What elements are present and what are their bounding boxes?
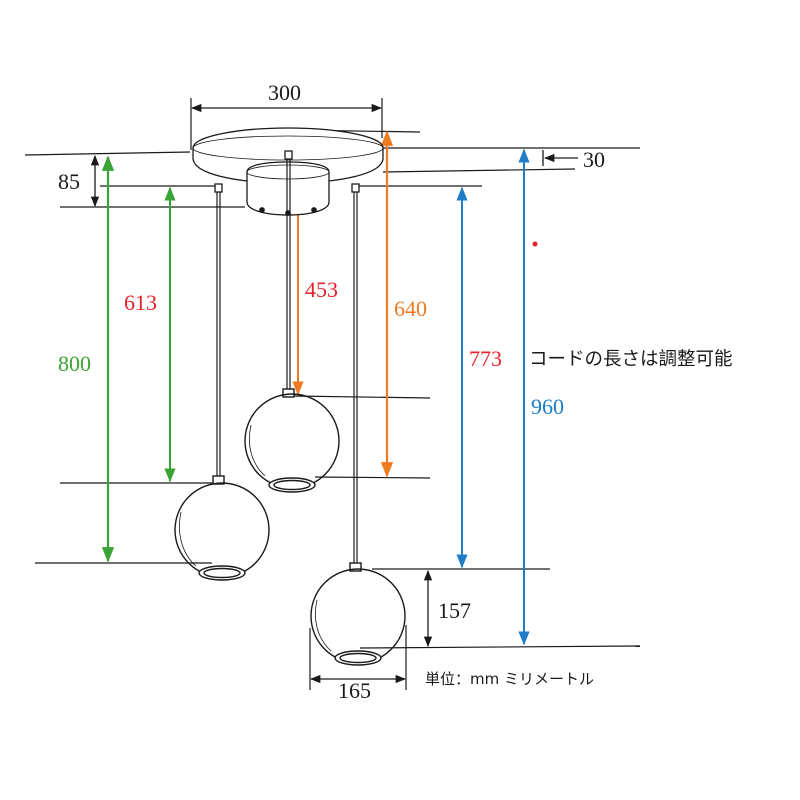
pendant-cords <box>216 159 358 563</box>
left-globe-shade <box>174 482 270 578</box>
hub-screw-3 <box>311 207 317 213</box>
canopy-top-ellipse <box>192 135 384 161</box>
canopy-width-label: 300 <box>268 80 301 105</box>
canopy-hub-top <box>246 164 330 180</box>
left-globe <box>174 475 270 581</box>
ceiling-line-left <box>24 151 191 156</box>
left-cord-grip <box>214 183 223 193</box>
hub-screw-1 <box>259 207 265 213</box>
canopy-hub <box>246 161 330 216</box>
globe-width-label: 165 <box>338 678 371 703</box>
center-cord-grip <box>284 150 293 160</box>
right-cord-grip <box>351 183 360 193</box>
right-drop-label: 773 <box>469 346 502 371</box>
center-drop-label: 453 <box>305 277 338 302</box>
cord-adjustable-note: コードの長さは調整可能 <box>529 349 733 370</box>
center-globe-inner <box>248 424 266 477</box>
ceiling-canopy <box>192 127 384 216</box>
center-globe-shade <box>244 393 340 489</box>
ceiling-offset-label: 30 <box>583 147 605 172</box>
canopy-height-label: 85 <box>58 169 80 194</box>
right-globe <box>310 562 406 666</box>
globe-height-label: 157 <box>438 598 471 623</box>
center-globe-bottom-line <box>314 476 431 479</box>
left-total-label: 800 <box>58 351 91 376</box>
unit-note: 単位：mm ミリメートル <box>425 670 594 688</box>
left-globe-socket <box>212 475 225 485</box>
center-total-label: 640 <box>394 296 427 321</box>
center-globe-rim-inner <box>273 479 311 491</box>
center-globe <box>244 388 340 493</box>
center-globe-top-line <box>292 395 431 399</box>
left-globe-inner <box>179 511 197 567</box>
center-globe-socket <box>282 388 295 398</box>
marker-dot <box>532 241 538 247</box>
canopy-bottom-right-line <box>382 168 576 173</box>
left-globe-rim-inner <box>203 567 241 579</box>
right-globe-rim-inner <box>339 652 377 664</box>
right-globe-bottom-line <box>359 645 641 649</box>
right-globe-shade <box>310 568 406 664</box>
right-globe-socket <box>349 562 362 572</box>
right-total-label: 960 <box>531 394 564 419</box>
black-dimension-arrows <box>90 103 578 684</box>
right-globe-inner <box>314 599 332 652</box>
left-drop-label: 613 <box>124 290 157 315</box>
